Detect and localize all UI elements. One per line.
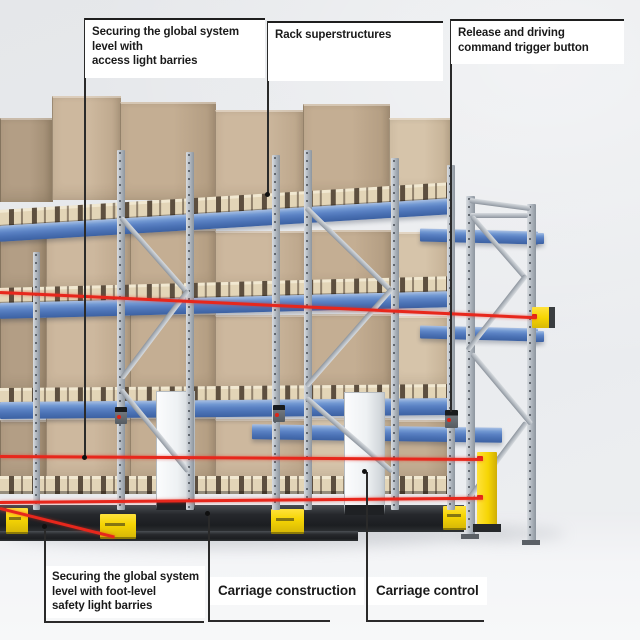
pallet-row: [0, 476, 455, 494]
leader-dot: [265, 192, 270, 197]
cardboard-box: [46, 418, 131, 480]
label-line: Securing the global system: [52, 571, 199, 583]
rack-upright: [304, 150, 312, 510]
label-trigger-button: Release and driving command trigger butt…: [451, 19, 624, 64]
label-line: level with foot-level: [52, 585, 156, 598]
carriage-control-cabinet: [344, 392, 385, 515]
rack-upright: [117, 150, 125, 510]
label-rack-superstructures: Rack superstructures: [268, 21, 443, 81]
rack-upright: [186, 152, 194, 510]
rack-upright: [527, 204, 536, 542]
cardboard-box: [215, 315, 308, 390]
carriage-drive-unit: [443, 506, 469, 530]
leader-dot: [205, 511, 210, 516]
rack-beam: [530, 331, 544, 342]
cardboard-box: [303, 104, 390, 196]
label-line: Securing the global system: [92, 26, 239, 38]
rack-upright: [466, 196, 475, 538]
diagonal-brace: [470, 352, 534, 426]
label-carriage-construction: Carriage construction: [210, 577, 365, 605]
cardboard-box: [52, 96, 121, 200]
label-line: access light barries: [92, 55, 198, 67]
leader-line: [44, 527, 46, 623]
label-carriage-control: Carriage control: [368, 577, 487, 605]
leader-line: [208, 620, 330, 622]
leader-line: [84, 18, 86, 458]
frame-base-plate: [461, 534, 479, 539]
frame-base-plate: [522, 540, 540, 545]
rack-upright: [33, 252, 40, 510]
light-barrier-post: [477, 452, 497, 526]
mobile-carriage-rail: [0, 531, 358, 541]
label-line: level with: [92, 40, 143, 53]
label-line: Rack superstructures: [275, 29, 392, 41]
cardboard-box: [307, 314, 392, 389]
label-access-light-barrier: Securing the global system level with ac…: [85, 18, 265, 78]
rack-upright: [391, 158, 399, 510]
trigger-button-device: [445, 410, 458, 428]
cardboard-box: [389, 118, 452, 194]
label-line: safety light barries: [52, 600, 153, 612]
label-line: command trigger button: [458, 41, 589, 54]
trigger-button-device: [273, 405, 285, 422]
leader-dot: [362, 469, 367, 474]
trigger-button-device: [115, 407, 127, 424]
cardboard-box: [46, 314, 131, 390]
label-line: Release and driving: [458, 27, 565, 39]
rack-upright: [272, 155, 280, 510]
label-foot-level-barrier: Securing the global system level with fo…: [46, 566, 205, 618]
diagonal-brace: [470, 213, 528, 218]
light-barrier-post-base: [473, 524, 501, 532]
diagonal-brace: [470, 215, 528, 281]
rack-beam: [530, 233, 544, 244]
carriage-drive-unit: [271, 509, 304, 534]
leader-dot: [42, 524, 47, 529]
leader-dot: [82, 455, 87, 460]
leader-line: [366, 620, 484, 622]
photocell-housing: [549, 307, 555, 328]
diagonal-brace: [469, 198, 531, 212]
leader-line: [267, 21, 269, 194]
leader-line: [450, 19, 452, 412]
leader-line: [44, 621, 204, 623]
leader-line: [208, 514, 210, 622]
cardboard-box: [120, 102, 216, 200]
laser-beam: [0, 496, 483, 504]
leader-line: [366, 472, 368, 622]
post-shadow: [465, 529, 515, 538]
cardboard-box: [215, 110, 304, 200]
label-line: Carriage control: [376, 583, 479, 598]
cardboard-box: [0, 118, 53, 202]
label-line: Carriage construction: [218, 583, 357, 598]
